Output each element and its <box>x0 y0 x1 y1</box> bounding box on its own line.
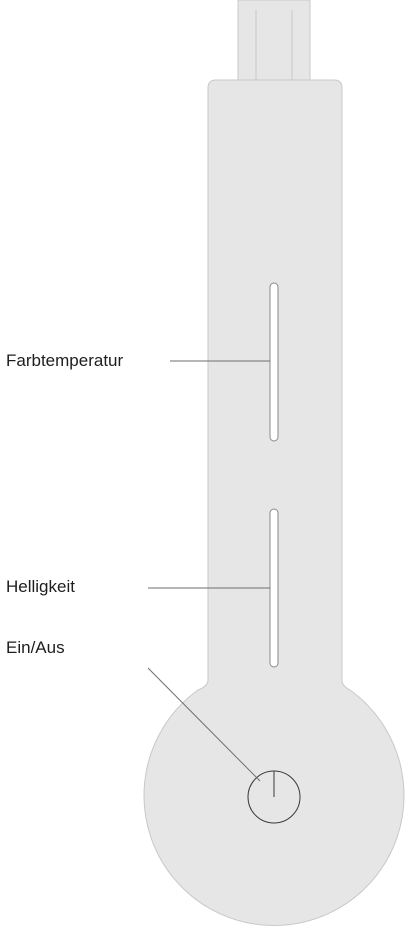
color-temperature-label: Farbtemperatur <box>6 351 124 370</box>
color-temperature-slider[interactable] <box>269 282 279 442</box>
device-body <box>143 79 405 926</box>
brightness-label: Helligkeit <box>6 577 75 596</box>
power-leader <box>147 667 261 782</box>
power-button[interactable] <box>247 770 301 824</box>
power-label: Ein/Aus <box>6 638 65 657</box>
brightness-slider[interactable] <box>269 508 279 668</box>
